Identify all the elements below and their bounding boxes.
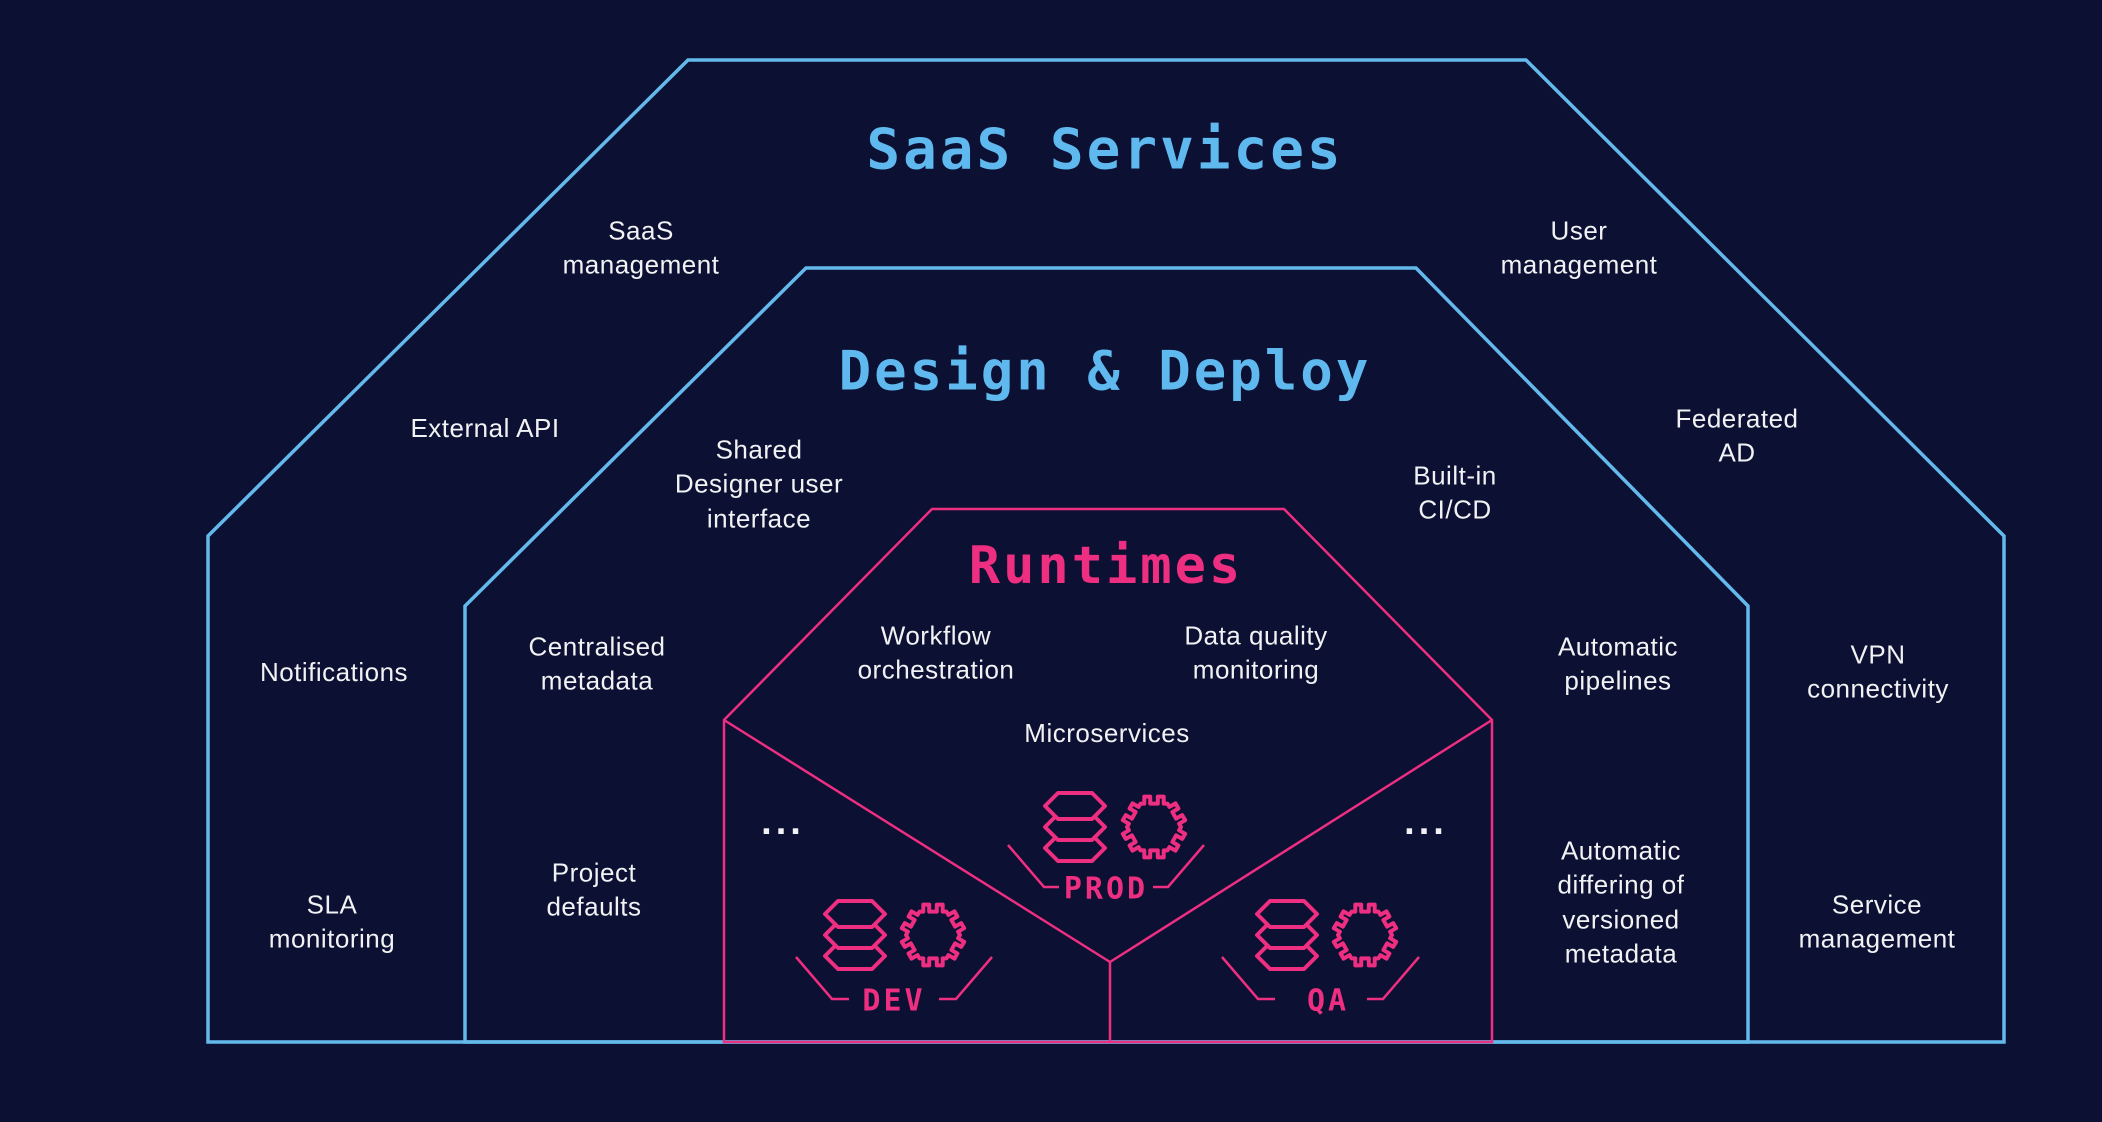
- env-label-prod: PROD: [1063, 871, 1149, 907]
- label-data-quality-monitoring: Data quality monitoring: [1184, 620, 1328, 685]
- stacked-hexagons-icon: [1255, 899, 1319, 971]
- runtimes-divider-left: [723, 718, 1111, 964]
- label-microservices: Microservices: [1024, 717, 1190, 748]
- dev-bracket-right: [939, 956, 993, 1001]
- gear-icon: [899, 902, 967, 968]
- dev-bracket-left: [795, 956, 849, 1001]
- label-automatic-differing: Automatic differing of versioned metadat…: [1557, 835, 1685, 969]
- label-sla-monitoring: SLA monitoring: [268, 889, 396, 954]
- label-service-management: Service management: [1798, 889, 1956, 954]
- stacked-hexagons-icon: [1043, 791, 1107, 863]
- qa-bracket-left: [1221, 956, 1275, 1001]
- label-automatic-pipelines: Automatic pipelines: [1557, 631, 1679, 696]
- label-workflow-orchestration: Workflow orchestration: [857, 620, 1015, 685]
- label-user-management: User management: [1500, 215, 1658, 280]
- stacked-hexagons-icon: [823, 899, 887, 971]
- env-label-qa: QA: [1306, 983, 1350, 1019]
- label-notifications: Notifications: [259, 656, 409, 687]
- label-saas-management: SaaS management: [562, 215, 720, 280]
- runtimes-title: Runtimes: [968, 536, 1244, 596]
- design-deploy-boundary: [463, 266, 1750, 1044]
- gear-icon: [1120, 794, 1188, 860]
- label-vpn-connectivity: VPN connectivity: [1807, 639, 1949, 704]
- prod-bracket-left: [1007, 844, 1059, 889]
- label-built-in-cicd: Built-in CI/CD: [1413, 460, 1497, 525]
- ellipsis-left: ...: [761, 801, 805, 843]
- env-label-dev: DEV: [862, 983, 926, 1019]
- qa-bracket-right: [1367, 956, 1420, 1001]
- prod-bracket-right: [1153, 844, 1205, 889]
- ellipsis-right: ...: [1404, 801, 1448, 843]
- saas-services-title: SaaS Services: [866, 117, 1344, 183]
- saas-boundary: [206, 58, 2006, 1044]
- gear-icon: [1331, 902, 1399, 968]
- label-federated-ad: Federated AD: [1675, 403, 1799, 468]
- label-centralised-metadata: Centralised metadata: [528, 631, 666, 696]
- label-shared-designer-ui: Shared Designer user interface: [674, 434, 844, 534]
- label-project-defaults: Project defaults: [546, 857, 642, 922]
- design-deploy-title: Design & Deploy: [838, 339, 1372, 403]
- runtimes-divider-right: [1109, 718, 1493, 964]
- label-external-api: External API: [410, 412, 560, 443]
